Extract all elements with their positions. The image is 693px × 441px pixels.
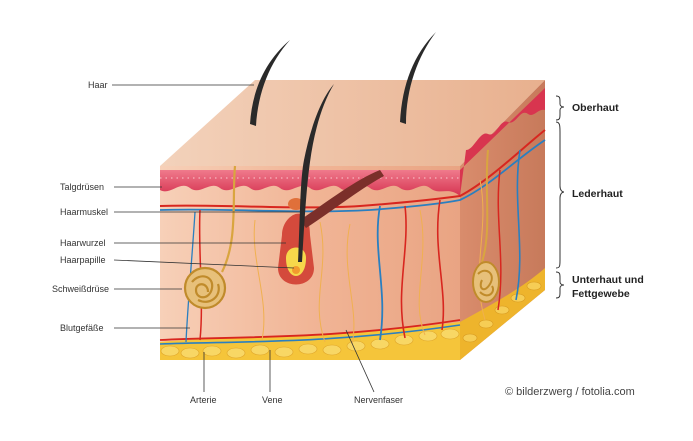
label-haar: Haar [88, 80, 108, 90]
sweat-gland-side [472, 261, 500, 303]
left-labels: Haar Talgdrüsen Haarmuskel Haarwurzel Ha… [52, 80, 300, 333]
layer-braces [555, 95, 565, 299]
arrector-muscle [300, 170, 384, 228]
sweat-gland [183, 266, 227, 310]
credit-text: © bilderzwerg / fotolia.com [505, 386, 635, 398]
hair-shaft-2 [400, 32, 436, 124]
layer-unterhaut-line2: Fettgewebe [572, 288, 630, 300]
label-vene: Vene [262, 395, 283, 405]
label-haarwurzel: Haarwurzel [60, 238, 106, 248]
layer-oberhaut: Oberhaut [572, 102, 619, 114]
hair-shaft-1 [250, 40, 290, 126]
label-talgdruesen: Talgdrüsen [60, 182, 104, 192]
layer-lederhaut: Lederhaut [572, 188, 623, 200]
hair-shaft-main [298, 84, 334, 262]
label-nervenfaser: Nervenfaser [354, 395, 403, 405]
label-haarmuskel: Haarmuskel [60, 207, 108, 217]
label-schweissdruese: Schweißdrüse [52, 284, 109, 294]
artery-main [159, 129, 546, 209]
label-blutgefaesse: Blutgefäße [60, 323, 104, 333]
label-arterie: Arterie [190, 395, 217, 405]
epidermis-side [460, 88, 545, 196]
bottom-labels: Arterie Vene Nervenfaser [190, 329, 403, 405]
layer-unterhaut-line1: Unterhaut und [572, 274, 644, 286]
label-haarpapille: Haarpapille [60, 255, 106, 265]
